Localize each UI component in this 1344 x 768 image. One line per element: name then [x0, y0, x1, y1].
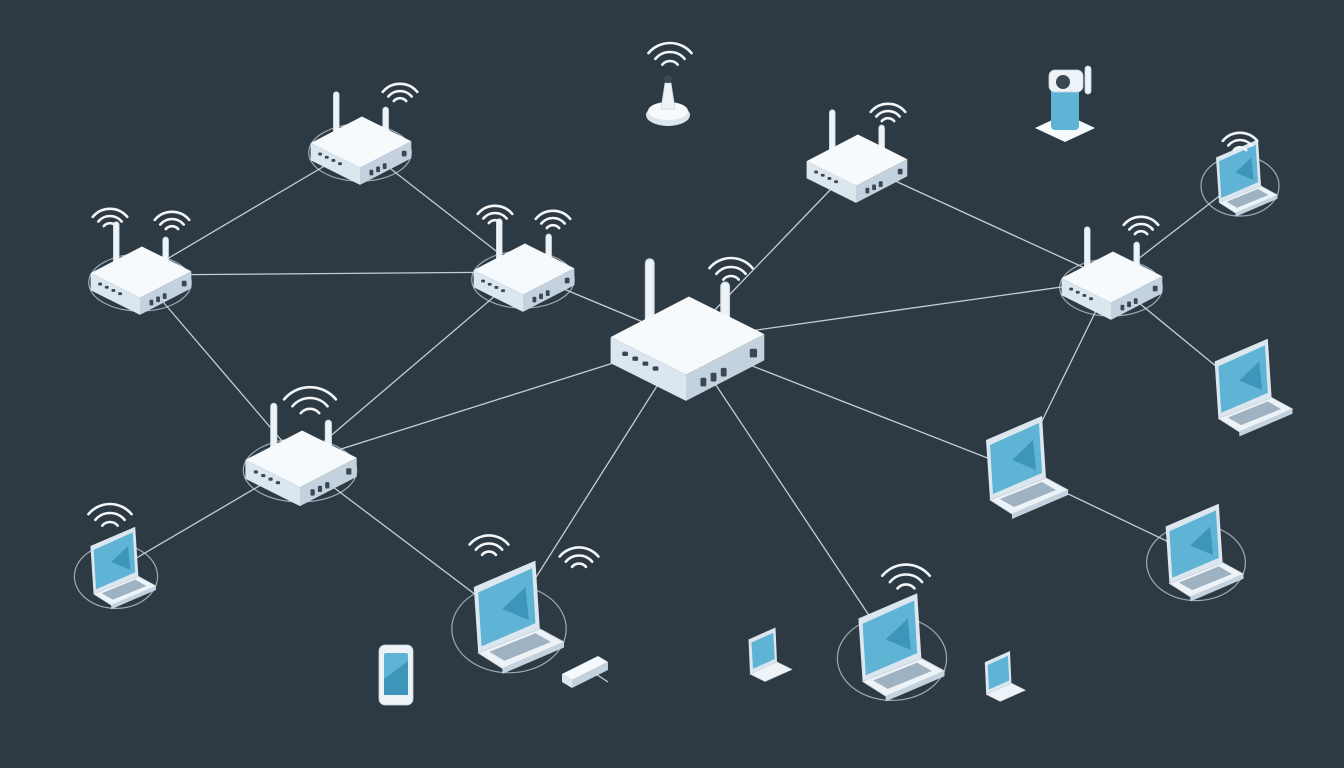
tablet-bottom-left [748, 627, 793, 682]
wifi-signal-icon-router-left-2 [91, 207, 129, 228]
usb-adapter [562, 656, 609, 688]
link-hub-router-to-laptop-bottom-center [685, 339, 893, 651]
laptop-far-left [90, 526, 157, 610]
laptop-bottom-center-left [473, 560, 566, 674]
laptop-bottom-center [858, 593, 946, 702]
link-router-top-left-to-router-left [139, 144, 361, 276]
rings-layer [73, 123, 1280, 702]
laptop-bottom-right [1165, 503, 1245, 602]
link-router-left-to-router-center-left [139, 271, 524, 276]
access-point [646, 75, 690, 126]
laptop-center-right [986, 416, 1069, 519]
router-right [1061, 226, 1163, 320]
wifi-signal-icon-access-point-0 [647, 41, 693, 66]
wifi-signal-icon-router-left-3 [153, 210, 191, 231]
security-camera [1035, 65, 1095, 142]
wifi-signal-icon-laptop-far-left-10 [87, 502, 133, 527]
router-top-left [310, 91, 412, 185]
laptop-top-right [1216, 139, 1279, 217]
wifi-signal-icon-router-right-9 [1122, 215, 1160, 236]
laptop-right [1214, 338, 1294, 437]
router-left [90, 221, 192, 315]
tablet-bottom-right [984, 651, 1027, 702]
wifi-signal-icon-laptop-bottom-center-left-12 [558, 546, 600, 569]
router-center-left [473, 218, 575, 312]
wifi-signal-icon-laptop-top-right-14 [1221, 131, 1259, 152]
wifi-signal-icon-router-center-left-4 [476, 204, 514, 225]
wifi-signal-icon-router-center-left-5 [534, 209, 572, 230]
link-hub-router-to-laptop-bottom-center-left [508, 339, 687, 621]
router-top-right [806, 109, 908, 203]
link-hub-router-to-router-right [685, 279, 1112, 341]
wifi-signal-icon-laptop-bottom-center-13 [880, 563, 932, 590]
signals-layer [87, 41, 1259, 590]
hub-router [610, 258, 765, 401]
smartphone [378, 644, 414, 706]
link-router-top-right-to-router-right [855, 162, 1112, 281]
wifi-signal-icon-laptop-bottom-center-left-11 [468, 534, 510, 557]
wifi-signal-icon-router-lower-left-6 [282, 385, 338, 415]
wifi-signal-icon-router-top-left-1 [381, 82, 419, 103]
router-lower-left [245, 402, 357, 507]
wifi-signal-icon-hub-router-7 [708, 256, 754, 281]
wifi-signal-icon-router-top-right-8 [869, 102, 907, 123]
devices-layer [90, 65, 1294, 706]
link-router-center-left-to-router-lower-left [299, 271, 524, 463]
